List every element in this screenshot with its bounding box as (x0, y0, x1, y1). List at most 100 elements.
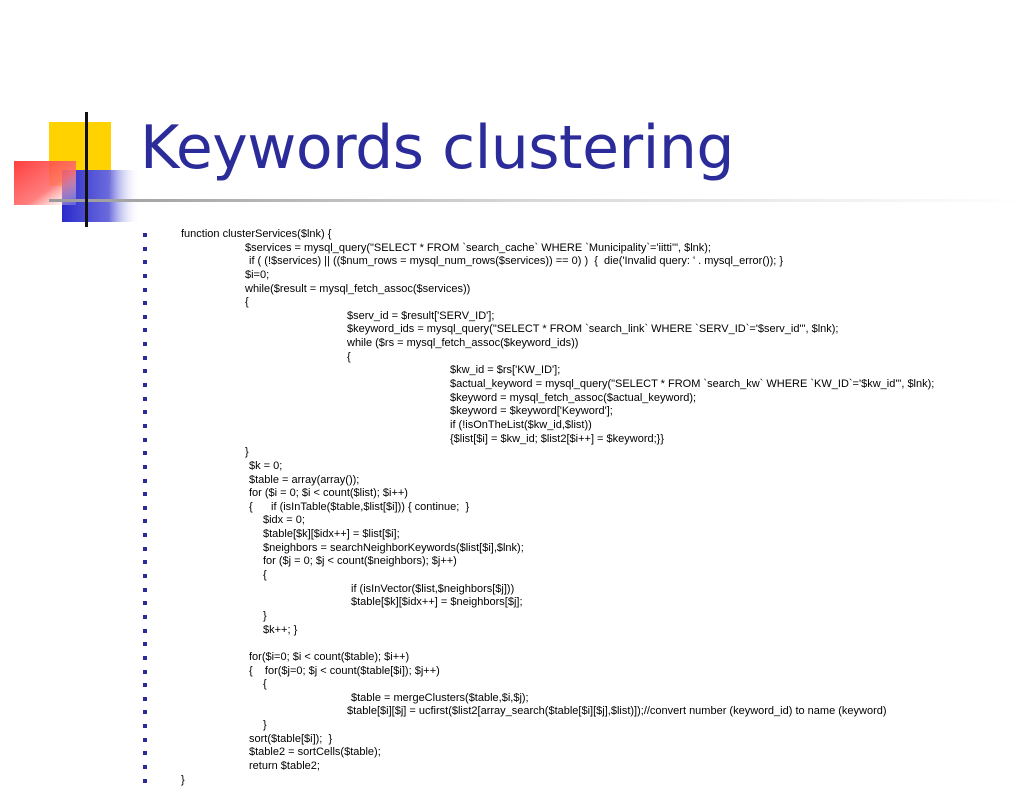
code-line-text: for ($j = 0; $j < count($neighbors); $j+… (263, 555, 457, 568)
red-square (14, 161, 76, 205)
code-listing: function clusterServices($lnk) {$service… (0, 228, 1024, 787)
code-line-text: sort($table[$i]); } (249, 732, 333, 745)
code-line-text: $table[$k][$idx++] = $neighbors[$j]; (351, 596, 523, 609)
title-decoration-graphic (14, 112, 1024, 227)
bullet-marker (143, 533, 147, 538)
bullet-marker (143, 301, 147, 306)
bullet-marker (143, 273, 147, 278)
bullet-marker (143, 614, 147, 619)
code-line-text: { (245, 296, 249, 309)
code-line: {$list[$i] = $kw_id; $list2[$i++] = $key… (0, 433, 1024, 447)
code-line: if (!isOnTheList($kw_id,$list)) (0, 419, 1024, 433)
code-line: if ( (!$services) || (($num_rows = mysql… (0, 255, 1024, 269)
code-line-text: {$list[$i] = $kw_id; $list2[$i++] = $key… (450, 432, 665, 445)
code-line: } (0, 719, 1024, 733)
code-line-text: { for($j=0; $j < count($table[$i]); $j++… (249, 664, 440, 677)
bullet-marker (143, 642, 147, 647)
code-line: return $table2; (0, 760, 1024, 774)
code-line-text: $table2 = sortCells($table); (249, 746, 381, 759)
code-line: $table[$i][$j] = ucfirst($list2[array_se… (0, 705, 1024, 719)
bullet-marker (143, 710, 147, 715)
code-line: $table = mergeClusters($table,$i,$j); (0, 692, 1024, 706)
vertical-rule (85, 112, 88, 227)
horizontal-rule (49, 199, 1024, 202)
code-line: while($result = mysql_fetch_assoc($servi… (0, 283, 1024, 297)
code-line-text: } (181, 773, 185, 786)
bullet-marker (143, 383, 147, 388)
code-line: $table2 = sortCells($table); (0, 746, 1024, 760)
code-line-text: $actual_keyword = mysql_query("SELECT * … (450, 378, 935, 391)
bullet-marker (143, 287, 147, 292)
code-line-text: $idx = 0; (263, 514, 305, 527)
code-line-text: return $table2; (249, 759, 320, 772)
bullet-marker (143, 587, 147, 592)
bullet-marker (143, 778, 147, 783)
code-line-text: for ($i = 0; $i < count($list); $i++) (249, 487, 408, 500)
bullet-marker (143, 260, 147, 265)
code-line-text: if (!isOnTheList($kw_id,$list)) (450, 418, 592, 431)
bullet-marker (143, 328, 147, 333)
code-line: $table = array(array()); (0, 474, 1024, 488)
bullet-marker (143, 342, 147, 347)
bullet-marker (143, 655, 147, 660)
bullet-marker (143, 764, 147, 769)
code-line-text: } (245, 446, 249, 459)
code-line: for($i=0; $i < count($table); $i++) (0, 651, 1024, 665)
code-line: $table[$k][$idx++] = $neighbors[$j]; (0, 596, 1024, 610)
bullet-marker (143, 560, 147, 565)
code-line-text: $serv_id = $result['SERV_ID']; (347, 309, 495, 322)
code-line-text: $keyword = mysql_fetch_assoc($actual_key… (450, 391, 697, 404)
code-line-text: { (263, 678, 267, 691)
code-line: { if (isInTable($table,$list[$i])) { con… (0, 501, 1024, 515)
bullet-marker (143, 451, 147, 456)
code-line: $services = mysql_query("SELECT * FROM `… (0, 242, 1024, 256)
bullet-marker (143, 478, 147, 483)
code-line: if (isInVector($list,$neighbors[$j])) (0, 583, 1024, 597)
code-line-text: $k = 0; (249, 459, 283, 472)
bullet-marker (143, 519, 147, 524)
bullet-marker (143, 246, 147, 251)
code-line-text: $table[$i][$j] = ucfirst($list2[array_se… (347, 705, 887, 718)
code-line-text: $keyword = $keyword['Keyword']; (450, 405, 613, 418)
bullet-marker (143, 505, 147, 510)
code-line-text: for($i=0; $i < count($table); $i++) (249, 650, 410, 663)
code-line: $table[$k][$idx++] = $list[$i]; (0, 528, 1024, 542)
bullet-marker (143, 601, 147, 606)
bullet-marker (143, 355, 147, 360)
code-line: { (0, 351, 1024, 365)
bullet-marker (143, 546, 147, 551)
bullet-marker (143, 724, 147, 729)
bullet-marker (143, 751, 147, 756)
bullet-marker (143, 396, 147, 401)
code-line: for ($i = 0; $i < count($list); $i++) (0, 487, 1024, 501)
code-line (0, 637, 1024, 651)
bullet-marker (143, 437, 147, 442)
code-line-text: function clusterServices($lnk) { (181, 228, 332, 240)
code-line: function clusterServices($lnk) { (0, 228, 1024, 242)
code-line-text: $table = mergeClusters($table,$i,$j); (351, 691, 529, 704)
code-line: $kw_id = $rs['KW_ID']; (0, 364, 1024, 378)
code-line: $k = 0; (0, 460, 1024, 474)
bullet-marker (143, 464, 147, 469)
code-line-text: } (263, 719, 267, 732)
code-line-text: { (347, 350, 351, 363)
bullet-marker (143, 492, 147, 497)
code-line: { (0, 296, 1024, 310)
code-line: $keyword_ids = mysql_query("SELECT * FRO… (0, 323, 1024, 337)
code-line-text: $k++; } (263, 623, 298, 636)
code-line-text: if ( (!$services) || (($num_rows = mysql… (249, 255, 784, 268)
code-line-text: $neighbors = searchNeighborKeywords($lis… (263, 541, 524, 554)
bullet-marker (143, 737, 147, 742)
bullet-marker (143, 314, 147, 319)
code-line-text: $table[$k][$idx++] = $list[$i]; (263, 528, 400, 541)
code-line-text: $kw_id = $rs['KW_ID']; (450, 364, 561, 377)
code-line-text: $services = mysql_query("SELECT * FROM `… (245, 241, 711, 254)
code-line: { (0, 678, 1024, 692)
code-line-text: { if (isInTable($table,$list[$i])) { con… (249, 500, 470, 513)
code-line: $keyword = $keyword['Keyword']; (0, 405, 1024, 419)
code-line: while ($rs = mysql_fetch_assoc($keyword_… (0, 337, 1024, 351)
bullet-marker (143, 410, 147, 415)
code-line: { for($j=0; $j < count($table[$i]); $j++… (0, 665, 1024, 679)
code-line: sort($table[$i]); } (0, 733, 1024, 747)
code-line: } (0, 446, 1024, 460)
